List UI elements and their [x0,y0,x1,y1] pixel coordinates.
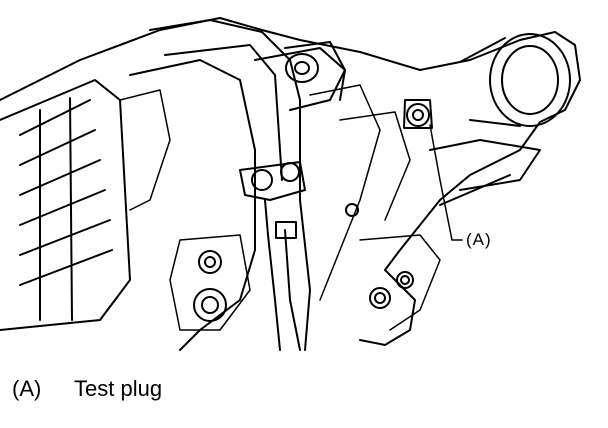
legend-label: Test plug [74,376,163,401]
callout-leader-line [429,124,463,241]
lower-bolts [193,203,414,322]
mounting-ear [284,41,346,101]
test-plug [403,99,433,129]
transmission-illustration [0,17,581,351]
center-flange [129,19,346,351]
legend-key: (A) [12,376,42,401]
left-housing-ribs [0,79,131,331]
case-outline [0,17,581,346]
callout-marker: (A) [466,230,492,249]
callout-label-a: (A) [466,230,492,250]
legend-item: (A) Test plug [12,376,162,402]
output-housing [429,33,571,206]
shift-linkage [239,161,306,351]
housing-details [119,84,441,331]
